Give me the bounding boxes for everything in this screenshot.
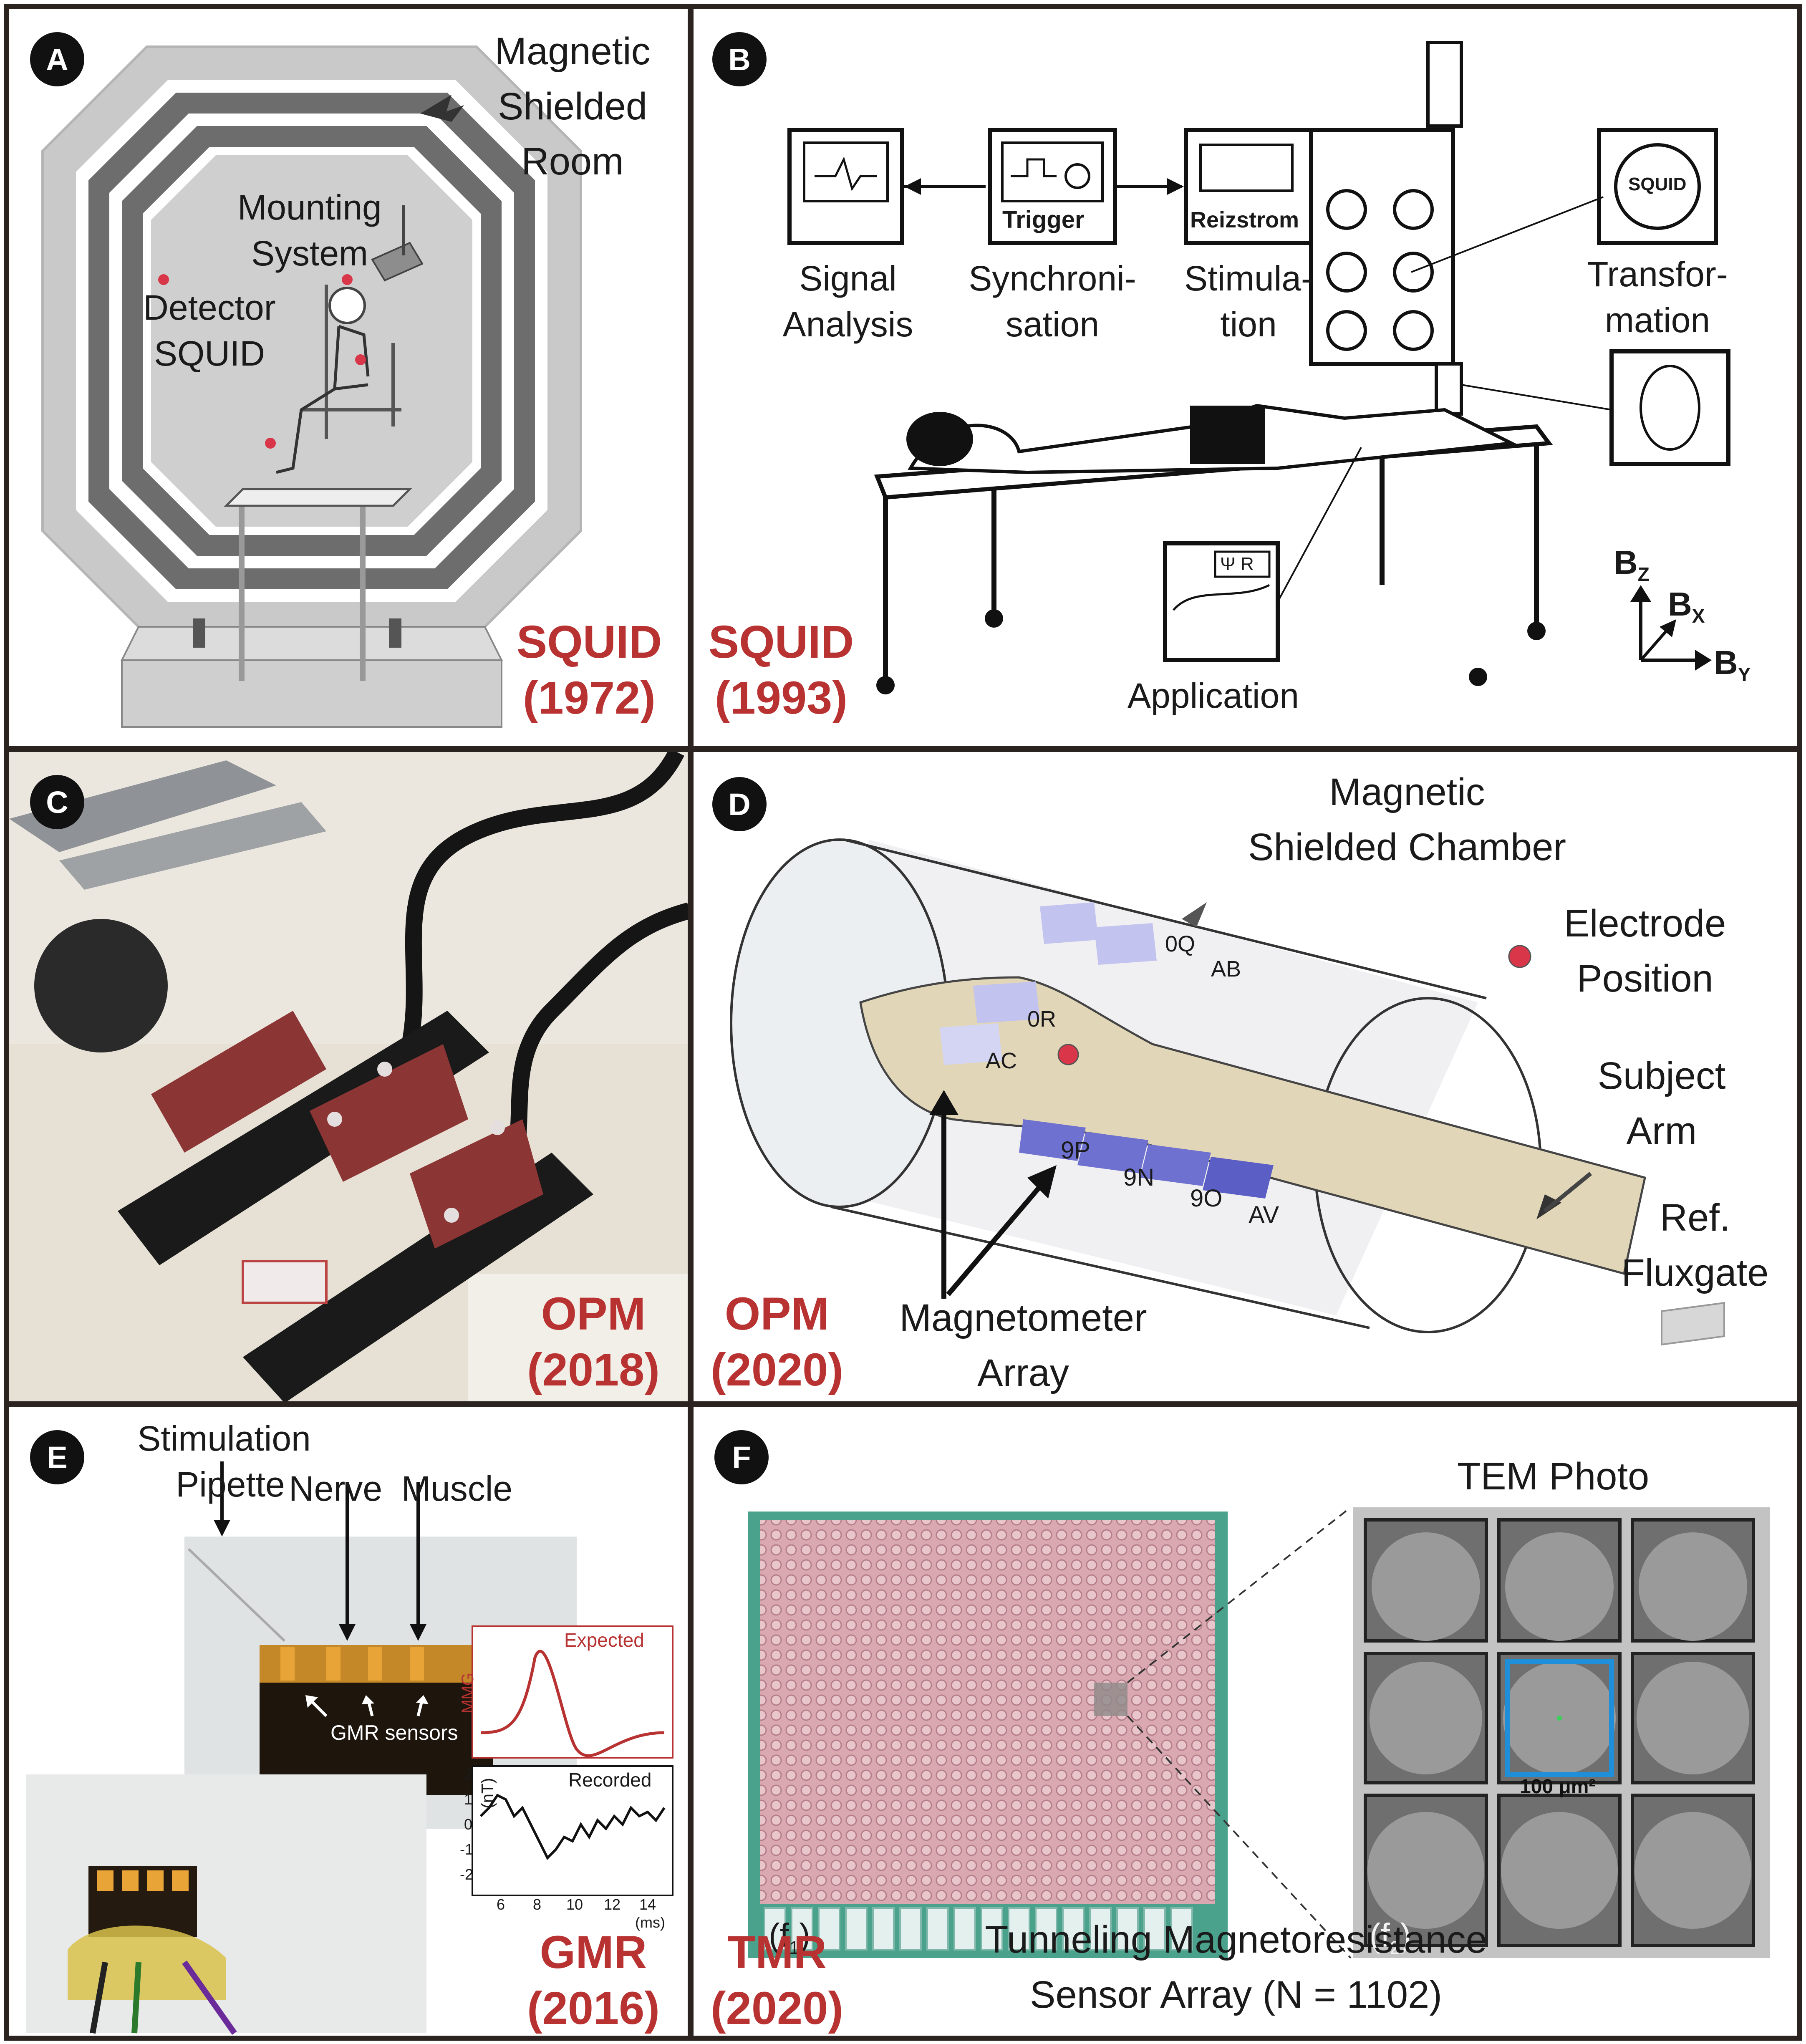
tem-photo-label: TEM Photo — [1457, 1455, 1650, 1498]
panel-d-badge: D — [712, 777, 767, 831]
panel-f-badge: F — [714, 1430, 769, 1484]
y-tick-neg2: -2 — [460, 1866, 474, 1883]
axis-bz-label: BZ — [1614, 544, 1650, 585]
panel-e-technology: GMR(2016) — [527, 1927, 660, 2034]
gmr-2016-photo-and-traces — [26, 1461, 673, 2035]
y-tick-neg1: -1 — [460, 1841, 474, 1858]
sensor-ab: AB — [1211, 956, 1241, 982]
scale-bar-label: 100 μm² — [1520, 1776, 1596, 1798]
panel-e-badge: E — [30, 1430, 84, 1484]
y-tick-2: 2 — [464, 1766, 473, 1783]
x-tick-8: 8 — [533, 1896, 542, 1913]
recorded-trace-label: Recorded — [568, 1769, 652, 1791]
x-tick-6: 6 — [497, 1896, 505, 1913]
synchronisation-label: Synchroni-sation — [969, 259, 1136, 344]
f2-label: (f2) — [1370, 1917, 1411, 1958]
nt-axis-label: (nT) — [478, 1778, 497, 1809]
tmr-2020-sensor-array-photo — [748, 1507, 1770, 1959]
panel-b-badge: B — [712, 32, 767, 86]
sensor-av: AV — [1249, 1201, 1279, 1229]
panel-b-technology: SQUID(1993) — [708, 616, 854, 724]
x-tick-10: 10 — [566, 1896, 583, 1913]
sensor-0q: 0Q — [1165, 931, 1196, 956]
y-tick-1: 1 — [464, 1791, 473, 1808]
axis-by-label: BY — [1714, 644, 1751, 685]
gmr-sensors-label: GMR sensors — [330, 1721, 458, 1744]
panel-d-technology: OPM(2020) — [711, 1288, 843, 1395]
panel-f-technology: TMR(2020) — [711, 1927, 843, 2034]
sensor-9p: 9P — [1061, 1137, 1090, 1164]
x-tick-12: 12 — [604, 1896, 621, 1913]
trigger-box-label: Trigger — [1002, 206, 1085, 233]
axis-bx-label: BX — [1668, 585, 1705, 627]
y-tick-0: 0 — [464, 1816, 473, 1833]
squid-coil-label: SQUID — [1628, 174, 1687, 194]
reizstrom-box-label: Reizstrom — [1190, 207, 1299, 232]
sensor-ac: AC — [986, 1048, 1017, 1073]
sensor-9o: 9O — [1190, 1185, 1223, 1212]
opm-2018-photo — [9, 752, 688, 1401]
panel-a-badge: A — [30, 32, 84, 86]
sensor-9n: 9N — [1123, 1164, 1155, 1191]
nerve-label: Nerve — [289, 1469, 383, 1508]
transformation-label: Transfor-mation — [1587, 255, 1728, 340]
muscle-label: Muscle — [401, 1469, 513, 1508]
shielded-room-illustration — [41, 45, 582, 728]
panel-f: F TEM Photo (f1) (f2) 100 μm² Tunneling … — [689, 1402, 1802, 2041]
panel-c-badge: C — [30, 775, 84, 829]
panel-c-technology: OPM(2018) — [527, 1288, 660, 1395]
panel-a-technology: SQUID(1972) — [516, 616, 662, 724]
sensor-0r: 0R — [1027, 1007, 1057, 1032]
opm-2020-chamber-illustration — [730, 838, 1725, 1346]
ms-unit-label: (ms) — [635, 1914, 665, 1931]
ref-fluxgate-label: Ref.Fluxgate — [1621, 1196, 1769, 1294]
expected-trace-label: Expected — [564, 1629, 644, 1651]
panel-c: C OPM(2018) — [4, 747, 693, 1406]
application-box-label: Ψ R — [1220, 554, 1254, 574]
stimulation-label: Stimula-tion — [1184, 259, 1313, 344]
f1-label: (f1) — [769, 1917, 810, 1958]
squid-1993-setup-illustration — [787, 41, 1730, 694]
application-label: Application — [1127, 676, 1299, 715]
mmg-axis-label: MMG — [458, 1673, 477, 1713]
x-tick-14: 14 — [639, 1896, 656, 1913]
